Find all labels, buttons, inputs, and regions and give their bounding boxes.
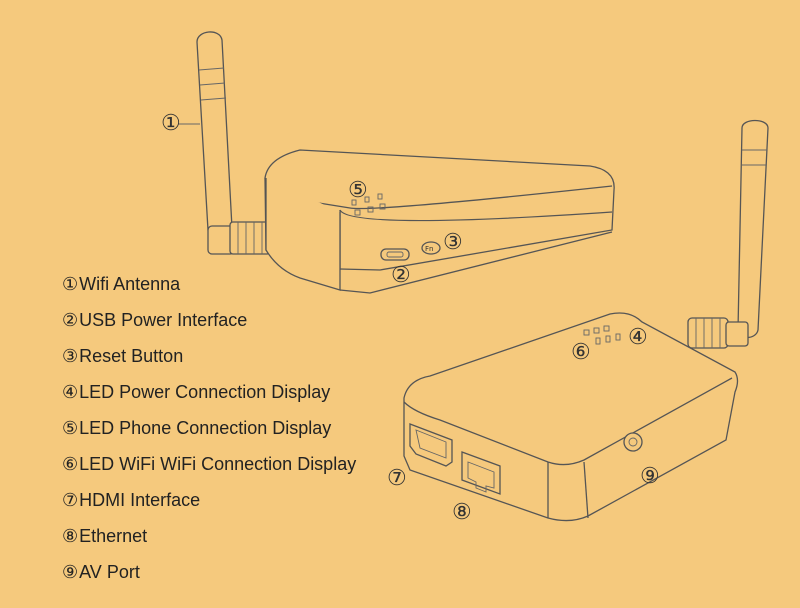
callout-8: ⑧	[452, 500, 472, 525]
callout-4: ④	[628, 325, 648, 350]
callout-7: ⑦	[387, 466, 407, 491]
legend-item-usb-power: ②USB Power Interface	[62, 310, 248, 331]
callout-6: ⑥	[571, 340, 591, 365]
component-legend: ①Wifi Antenna ②USB Power Interface ③Rese…	[62, 268, 356, 592]
callout-1: ①	[161, 111, 181, 136]
callout-3: ③	[443, 230, 463, 255]
callout-5: ⑤	[348, 178, 368, 203]
legend-item-av-port: ⑨AV Port	[62, 562, 140, 583]
usb-port	[380, 248, 410, 261]
legend-item-ethernet: ⑧Ethernet	[62, 526, 148, 547]
legend-item-hdmi: ⑦HDMI Interface	[62, 490, 201, 511]
legend-item-led-power: ④LED Power Connection Display	[62, 382, 331, 403]
legend-item-wifi-antenna: ①Wifi Antenna	[62, 274, 181, 295]
av-port	[623, 432, 643, 452]
ethernet-port	[461, 451, 501, 495]
legend-item-led-phone: ⑤LED Phone Connection Display	[62, 418, 332, 439]
device-top: Fn	[196, 31, 615, 294]
led-group-top	[351, 193, 386, 216]
callout-9: ⑨	[640, 464, 660, 489]
reset-button-label: Fn	[425, 245, 433, 253]
antenna-bottom	[687, 119, 769, 349]
legend-item-led-wifi: ⑥LED WiFi WiFi Connection Display	[62, 454, 357, 475]
legend-item-reset-button: ③Reset Button	[62, 346, 184, 367]
led-group-bottom	[583, 325, 621, 345]
reset-button-icon: Fn	[421, 241, 441, 255]
device-bottom	[403, 119, 769, 522]
callout-2: ②	[391, 263, 411, 288]
hdmi-port	[409, 423, 453, 467]
